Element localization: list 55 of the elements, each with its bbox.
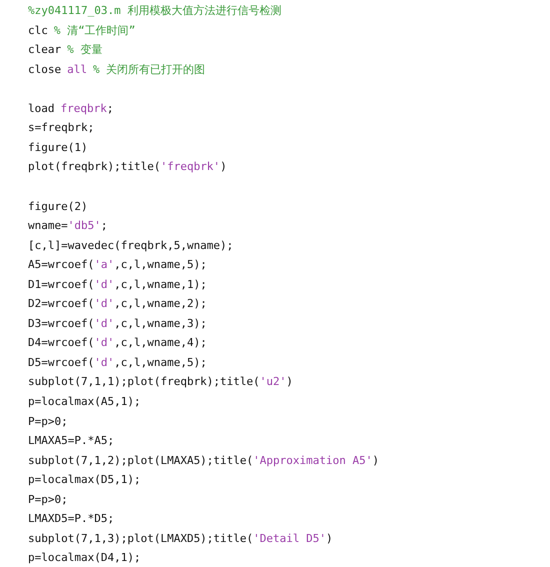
code-text: )	[220, 159, 227, 176]
code-text: p=localmax(A5,1);	[28, 394, 141, 410]
code-text: D3=wrcoef(	[28, 316, 94, 332]
string-literal: 'd'	[94, 276, 114, 293]
code-text: subplot(7,1,2);plot(LMAXA5);title(	[28, 452, 254, 469]
code-text: ,c,l,wname,3);	[114, 316, 207, 332]
code-text: ,c,l,wname,2);	[114, 296, 207, 312]
code-text: s=freqbrk;	[28, 120, 94, 136]
code-text: clc	[28, 22, 48, 39]
string-literal: 'd'	[94, 354, 114, 371]
code-text: load	[28, 100, 54, 117]
code-text: p=localmax(D4,1);	[28, 550, 141, 566]
string-literal: 'Approximation A5'	[253, 452, 372, 469]
code-text: D4=wrcoef(	[28, 335, 94, 352]
code-text: ,c,l,wname,5);	[114, 354, 207, 371]
code-text: )	[326, 530, 333, 547]
code-text: LMAXD5=P.*D5;	[28, 511, 114, 528]
code-comment: % 清“工作时间”	[54, 22, 136, 39]
string-literal: 'Detail D5'	[253, 530, 326, 547]
string-literal: 'db5'	[68, 218, 101, 234]
code-text: )	[286, 374, 293, 390]
code-comment: %zy041117_03.m 利用模极大值方法进行信号检测	[28, 3, 282, 19]
code-text: figure(1)	[28, 140, 88, 156]
code-text: wname=	[28, 218, 68, 234]
string-literal: 'freqbrk'	[160, 159, 220, 176]
code-text: ,c,l,wname,4);	[114, 335, 207, 352]
code-comment: % 关闭所有已打开的图	[93, 62, 206, 78]
string-literal: 'd'	[94, 296, 114, 312]
code-text: A5=wrcoef(	[28, 257, 94, 274]
code-text: ;	[100, 218, 108, 234]
string-literal: freqbrk	[60, 100, 107, 117]
string-literal: 'd'	[94, 316, 114, 332]
code-text: )	[372, 452, 380, 469]
code-text: close	[28, 62, 62, 78]
code-text: D1=wrcoef(	[28, 276, 94, 293]
code-text: P=p>0;	[28, 414, 68, 430]
string-literal: 'a'	[94, 257, 114, 274]
code-text: LMAXA5=P.*A5;	[28, 433, 114, 450]
code-text: figure(2)	[28, 198, 88, 214]
code-text: D5=wrcoef(	[28, 354, 94, 371]
code-text: ,c,l,wname,1);	[114, 276, 207, 293]
code-text: D2=wrcoef(	[28, 296, 94, 312]
string-literal: 'u2'	[260, 374, 286, 390]
code-text: subplot(7,1,1);plot(freqbrk);title(	[28, 374, 260, 390]
code-text: ;	[106, 100, 114, 117]
code-text: P=p>0;	[28, 492, 68, 508]
string-literal: all	[67, 62, 87, 78]
code-text: ,c,l,wname,5);	[114, 257, 207, 274]
code-text: subplot(7,1,3);plot(LMAXD5);title(	[28, 530, 254, 547]
code-text: plot(freqbrk);title(	[28, 159, 160, 176]
code-text: p=localmax(D5,1);	[28, 472, 141, 488]
code-text: clear	[28, 42, 62, 58]
code-text: [c,l]=wavedec(freqbrk,5,wname);	[28, 238, 234, 254]
code-comment: % 变量	[67, 42, 102, 58]
string-literal: 'd'	[94, 335, 114, 352]
